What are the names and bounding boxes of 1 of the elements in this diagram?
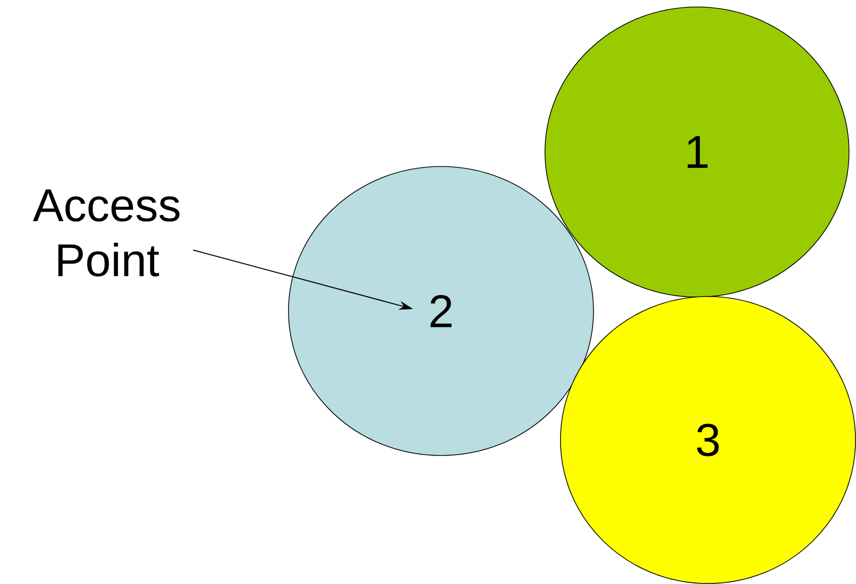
text-label: Access Point xyxy=(32,189,180,277)
